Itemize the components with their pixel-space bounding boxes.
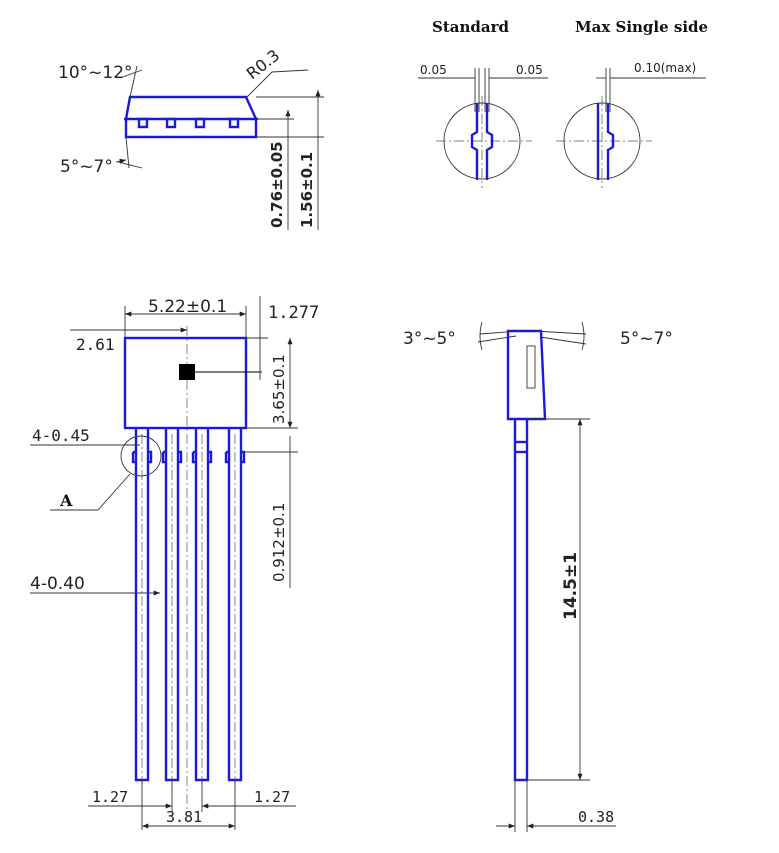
dim-max-side: 0.10(max) (634, 61, 696, 75)
dim-angle-right: 5°~7° (620, 329, 673, 349)
dim-half-width: 2.61 (76, 335, 115, 354)
dim-side-angle-top: 10°~12° (58, 63, 133, 83)
dim-lead-thickness: 0.38 (578, 808, 614, 826)
dim-body-height: 3.65±0.1 (270, 354, 288, 424)
dim-std-left: 0.05 (420, 63, 447, 77)
dim-span: 3.81 (166, 808, 202, 826)
dim-thickness-small: 0.76±0.05 (268, 141, 286, 228)
dim-pitch-right: 1.27 (254, 788, 290, 806)
dim-side-angle-bottom: 5°~7° (60, 157, 113, 177)
dim-lead-width: 4-0.40 (30, 574, 85, 594)
dim-shoulder: 0.912±0.1 (270, 503, 288, 582)
header-max-single-side: Max Single side (575, 18, 708, 36)
dim-body-width: 5.22±0.1 (148, 297, 227, 317)
dim-thickness-total: 1.56±0.1 (298, 152, 316, 228)
dim-std-right: 0.05 (516, 63, 543, 77)
header-standard: Standard (432, 18, 509, 36)
dim-radius: R0.3 (243, 46, 284, 83)
dim-top-offset: 1.277 (268, 303, 319, 323)
detail-label-a: A (59, 491, 73, 510)
max-side-detail (556, 68, 706, 188)
side-view-top (115, 65, 324, 230)
dim-lead-length: 14.5±1 (561, 552, 581, 620)
standard-detail (418, 68, 548, 188)
pin1-marker (179, 364, 195, 380)
dim-pitch-left: 1.27 (92, 788, 128, 806)
right-side-view (477, 321, 616, 832)
dim-lead-width-top: 4-0.45 (32, 426, 90, 445)
dim-angle-left: 3°~5° (403, 329, 456, 349)
front-view (30, 296, 298, 830)
